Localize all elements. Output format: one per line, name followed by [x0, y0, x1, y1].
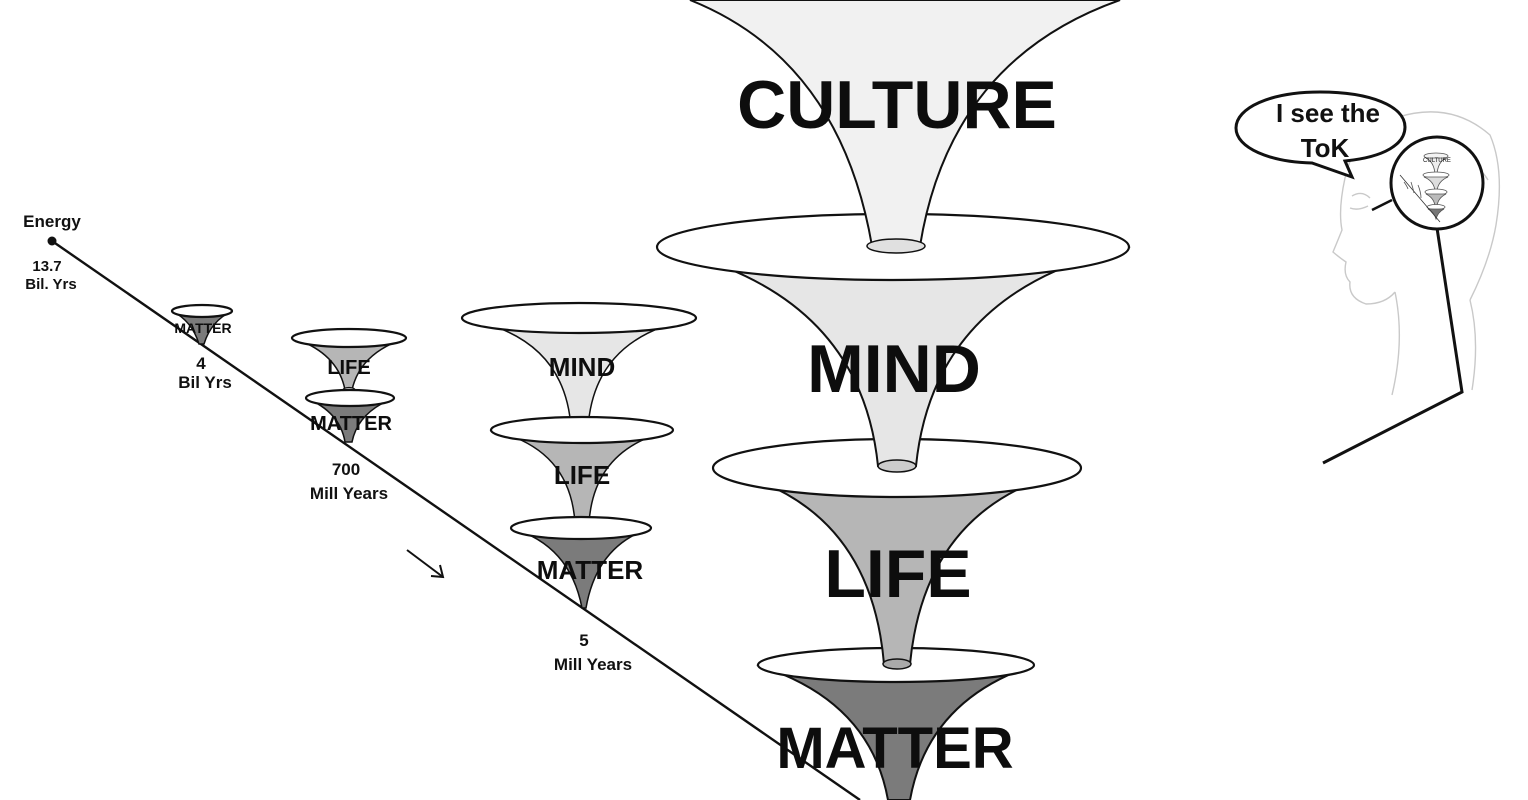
funnel-matter: MATTER: [304, 388, 396, 443]
svg-text:LIFE: LIFE: [554, 460, 610, 490]
timeline-point-2-unit: Mill Years: [310, 484, 388, 503]
timeline-point-3-value: 5: [579, 631, 588, 650]
funnel-matter: [756, 646, 1036, 800]
timeline-start-dot: [47, 236, 57, 246]
svg-text:LIFE: LIFE: [327, 357, 370, 379]
observer-pointer-line: [1322, 227, 1464, 465]
label-matter: MATTER: [776, 716, 1013, 781]
funnel-matter: MATTER: [170, 303, 234, 345]
timeline-point-2-value: 700: [332, 460, 360, 479]
stage-4-funnels: CULTURE MIND LIFE MATTER: [655, 0, 1131, 800]
timeline-line: [51, 240, 861, 800]
timeline-point-1-value: 4: [196, 354, 206, 373]
svg-text:ToK: ToK: [1301, 133, 1350, 163]
timeline-point-3-unit: Mill Years: [554, 655, 632, 674]
stage-2-funnels: LIFE MATTER: [290, 327, 408, 443]
energy-label: Energy: [23, 212, 81, 231]
svg-text:MATTER: MATTER: [310, 413, 392, 435]
label-life: LIFE: [824, 536, 971, 612]
funnel-mind: MIND: [460, 301, 698, 432]
timeline-point-1-unit: Bil Yrs: [178, 373, 232, 392]
svg-text:CULTURE: CULTURE: [1423, 158, 1451, 164]
timeline: Energy 13.7 Bil. Yrs 4 Bil Yrs 700 Mill …: [23, 212, 861, 800]
svg-text:MATTER: MATTER: [537, 555, 644, 585]
stage-1-funnels: MATTER: [170, 303, 234, 345]
funnel-culture: [689, 0, 1121, 254]
svg-text:MATTER: MATTER: [174, 320, 231, 336]
svg-text:MIND: MIND: [549, 352, 615, 382]
funnel-matter: MATTER: [509, 515, 653, 609]
label-mind: MIND: [807, 331, 981, 407]
timeline-point-0-value: 13.7: [32, 258, 61, 275]
svg-text:I see the: I see the: [1276, 98, 1380, 128]
speech-bubble: I see the ToK: [1234, 90, 1407, 180]
direction-arrow-icon: [406, 549, 445, 579]
funnel-life: LIFE: [290, 327, 408, 394]
mini-tok-icon: [1399, 152, 1450, 223]
label-culture: CULTURE: [737, 67, 1057, 143]
stage-3-funnels: MIND LIFE MATTER: [460, 301, 698, 609]
funnel-life: LIFE: [489, 415, 675, 527]
mini-tok-circle: CULTURE: [1371, 135, 1485, 231]
timeline-point-0-unit: Bil. Yrs: [25, 276, 76, 293]
observer: I see the ToK CULTURE: [1234, 90, 1501, 465]
